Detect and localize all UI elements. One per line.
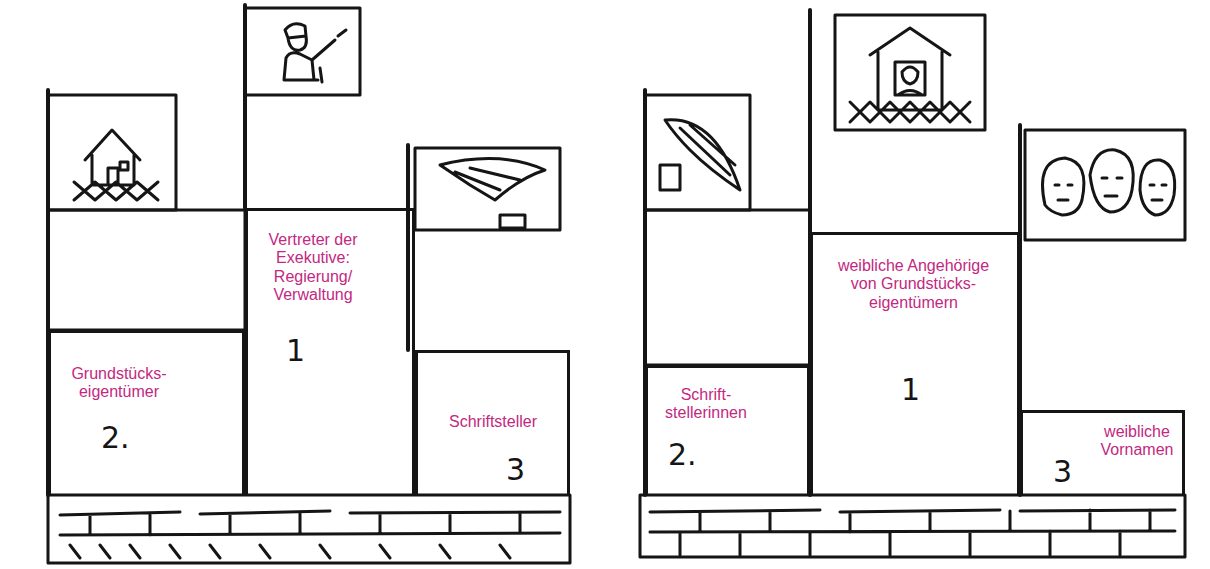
rank-number: 1 [286, 336, 305, 366]
podium-step: Grundstücks- eigentümer 2. [48, 330, 245, 495]
flag-quill [645, 90, 810, 495]
flag-quill [408, 145, 560, 350]
rank-number: 3 [1053, 457, 1072, 487]
step-label: weibliche Vornamen [1095, 423, 1179, 460]
flag-house [48, 90, 245, 495]
podium-step: weibliche Angehörige von Grundstücks- ei… [810, 232, 1020, 495]
podium-step: Schriftsteller 3 [415, 350, 570, 495]
podium-step: Vertreter der Exekutive: Regierung/ Verw… [245, 208, 415, 495]
podium-base [640, 495, 1185, 557]
step-label: Schriftsteller [428, 413, 558, 431]
flag-woman-house [810, 10, 985, 495]
rank-number: 1 [901, 375, 920, 405]
rank-number: 3 [506, 455, 525, 485]
step-label: weibliche Angehörige von Grundstücks- ei… [831, 257, 996, 312]
step-label: Grundstücks- eigentümer [59, 365, 179, 402]
flag-faces [1020, 125, 1185, 495]
flag-official [245, 5, 360, 208]
podium-step: Schrift- stellerinnen 2. [645, 365, 810, 495]
rank-number: 2. [101, 423, 130, 453]
step-label: Vertreter der Exekutive: Regierung/ Verw… [254, 231, 372, 305]
step-label: Schrift- stellerinnen [656, 386, 756, 423]
podium-base [48, 495, 570, 563]
rank-number: 2. [668, 440, 697, 470]
podium-step: weibliche Vornamen 3 [1020, 410, 1185, 495]
